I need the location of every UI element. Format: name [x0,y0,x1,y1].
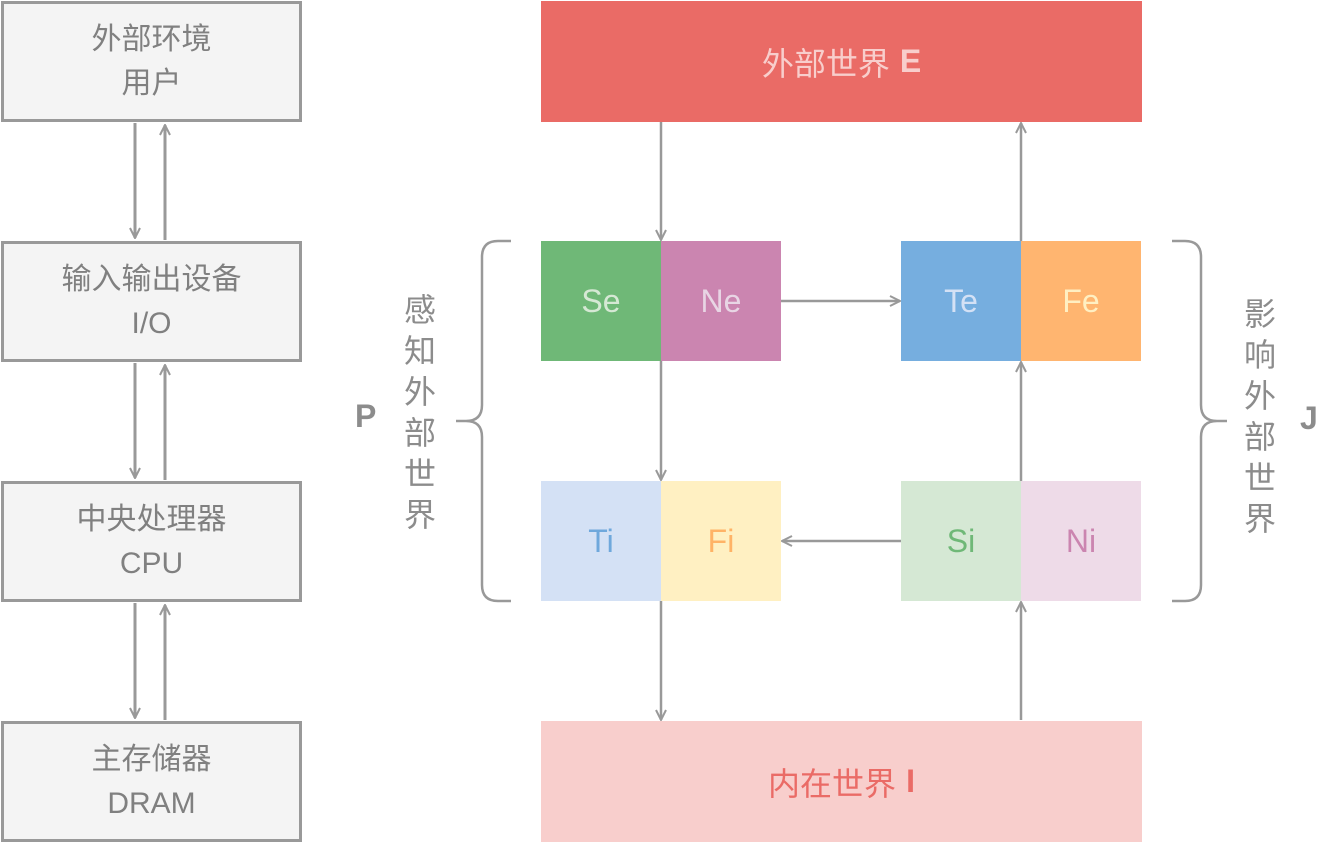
perception-char: 外 [403,373,436,411]
perception-vertical-text: 感 知 外 部 世 界 [400,290,440,536]
outer-world-letter: E [899,43,922,79]
judgement-letter: J [1300,400,1318,436]
judgement-vertical-text: 影 响 外 部 世 界 [1240,294,1280,540]
inner-world-label: 内在世界 [768,764,897,803]
function-si: Si [901,481,1021,601]
function-se: Se [541,241,661,361]
judgement-char: 界 [1243,500,1276,538]
inner-world-band: 内在世界 I [541,721,1142,842]
function-ne-label: Ne [700,282,742,319]
box-dram: 主存储器 DRAM [1,721,302,842]
perception-char: 界 [403,496,436,534]
judgement-char: 部 [1243,418,1276,456]
judgement-char: 世 [1243,459,1276,497]
box-subtitle: CPU [119,546,184,580]
box-subtitle: DRAM [107,786,196,820]
inner-world-letter: I [906,763,915,799]
function-si-label: Si [946,522,976,559]
box-title: 主存储器 [91,741,212,777]
function-fi: Fi [661,481,781,601]
box-title: 输入输出设备 [61,261,242,297]
box-external-environment: 外部环境 用户 [1,1,302,122]
perception-brace [456,239,511,603]
outer-world-label: 外部世界 [761,44,890,83]
perception-char: 部 [403,414,436,452]
box-subtitle: 用户 [121,65,182,101]
judgement-char: 影 [1243,295,1276,333]
outer-world-band: 外部世界 E [541,1,1142,122]
box-io-device: 输入输出设备 I/O [1,241,302,362]
judgement-char: 外 [1243,377,1276,415]
perception-letter: P [355,398,377,434]
function-te-label: Te [944,282,978,319]
box-title: 外部环境 [91,21,212,57]
function-ni-label: Ni [1065,522,1097,559]
function-ti: Ti [541,481,661,601]
box-subtitle: I/O [131,306,172,340]
box-title: 中央处理器 [76,501,227,537]
function-fe: Fe [1021,241,1141,361]
function-ni: Ni [1021,481,1141,601]
box-cpu: 中央处理器 CPU [1,481,302,602]
perception-char: 知 [403,332,436,370]
perception-char: 世 [403,455,436,493]
judgement-char: 响 [1243,336,1276,374]
function-fi-label: Fi [707,522,735,559]
judgement-brace [1172,239,1227,603]
function-te: Te [901,241,1021,361]
function-fe-label: Fe [1062,282,1100,319]
function-ne: Ne [661,241,781,361]
function-se-label: Se [581,282,621,319]
perception-char: 感 [403,291,436,329]
function-ti-label: Ti [588,522,614,559]
